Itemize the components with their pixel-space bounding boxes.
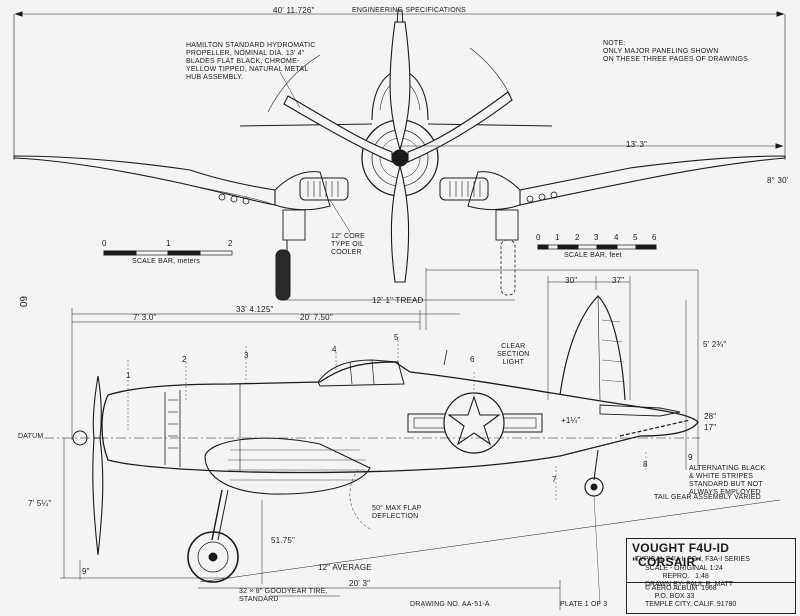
dim-7-5: 7' 5¼": [28, 499, 52, 508]
fuselage-side: [101, 361, 699, 474]
left-wing-front: [13, 155, 276, 206]
tail-wheel: [584, 449, 604, 497]
scale-ft-tick-0: 0: [536, 233, 541, 242]
scale-ft-tick-2: 2: [575, 233, 580, 242]
scale-ft-tick-3: 3: [594, 233, 599, 242]
span-dimension-line: [13, 11, 786, 160]
scale-ft-tick-1: 1: [555, 233, 560, 242]
dim-13-3: 13' 3": [626, 140, 648, 149]
stripes-note: ALTERNATING BLACK & WHITE STRIPES STANDA…: [689, 465, 766, 496]
scale-bar-meters: [103, 250, 233, 256]
scale-ft-tick-5: 5: [633, 233, 638, 242]
scale-meters-label: SCALE BAR, meters: [132, 258, 200, 265]
front-view: [13, 9, 786, 301]
paneling-note: NOTE: ONLY MAJOR PANELING SHOWN ON THESE…: [603, 40, 748, 63]
clear-light-note: CLEAR SECTION LIGHT: [497, 343, 530, 366]
side-dimension-lines: [60, 268, 699, 610]
station-8: 8: [643, 460, 648, 469]
dim-33-4: 33' 4.125": [236, 305, 274, 314]
drawing-number: DRAWING No. AA-51-A: [410, 601, 490, 608]
side-view: [44, 295, 781, 605]
dim-9: 9": [82, 567, 90, 576]
title-block-scale: SCALE - ORIGINAL 1:24 REPRO. 1:48 DRAWN …: [645, 565, 734, 588]
scale-feet-label: SCALE BAR, feet: [564, 252, 622, 259]
canopy: [317, 359, 405, 387]
station-2: 2: [182, 355, 187, 364]
title-block-title: VOUGHT F4U-ID "CORSAIR": [632, 541, 730, 569]
span-dimension: 40' 11.726": [273, 6, 315, 15]
tire-note: 32 × 8" GOODYEAR TIRE, STANDARD: [239, 588, 328, 603]
station-6: 6: [470, 355, 475, 364]
wing-side: [204, 437, 371, 495]
oil-cooler-note: 12" CORE TYPE OIL COOLER: [331, 233, 366, 256]
flap-note: 50° MAX FLAP DEFLECTION: [372, 505, 422, 520]
header-title: ENGINEERING SPECIFICATIONS: [352, 7, 466, 14]
station-4: 4: [332, 345, 337, 354]
propeller-side: [92, 375, 104, 556]
scale-m-tick-2: 2: [228, 239, 233, 248]
dim-5-2: 5' 2¾": [703, 340, 727, 349]
title-block-series: TYPICAL F4U-I, FG-I, F3A-I SERIES: [635, 556, 750, 563]
station-1: 1: [126, 371, 131, 380]
dim-20-7: 20' 7.50": [300, 313, 333, 322]
scale-ft-tick-4: 4: [614, 233, 619, 242]
datum-label: DATUM: [18, 433, 44, 440]
dim-20-3: 20' 3": [349, 579, 371, 588]
station-9: 9: [688, 453, 693, 462]
scale-m-tick-0: 0: [102, 239, 107, 248]
scale-m-tick-1: 1: [166, 239, 171, 248]
dim-28: 28": [704, 412, 717, 421]
national-insignia: [407, 392, 543, 454]
right-wing-front: [519, 155, 786, 206]
scale-bar-feet: [537, 244, 657, 250]
plate-number: PLATE 1 of 3: [560, 601, 608, 608]
title-block: VOUGHT F4U-ID "CORSAIR" TYPICAL F4U-I, F…: [626, 538, 796, 614]
station-5: 5: [394, 333, 399, 342]
propeller-note: HAMILTON STANDARD HYDROMATIC PROPELLER, …: [186, 42, 316, 81]
dim-dihedral: 8° 30': [767, 176, 789, 185]
tail-gear-note: TAIL GEAR ASSEMBLY VARIED: [654, 494, 761, 501]
propeller-front: [283, 21, 513, 283]
dim-51-75: 51.75": [271, 536, 296, 545]
dim-17: 17": [704, 423, 717, 432]
scale-ft-tick-6: 6: [652, 233, 657, 242]
dim-30: 30": [565, 276, 578, 285]
page-number: 60: [17, 295, 29, 308]
station-3: 3: [244, 351, 249, 360]
average-note: 12" AVERAGE: [318, 563, 372, 572]
main-gear-side: [187, 489, 239, 583]
vertical-tail: [559, 295, 626, 401]
title-block-divider: [627, 582, 795, 583]
station-7: 7: [552, 475, 557, 484]
tread-dimension: 12' 1" TREAD: [372, 296, 424, 305]
dim-plus-1-4: +1¼": [561, 416, 581, 425]
title-block-publisher: © AERO ALBUM 1968 P.O. BOX 33 TEMPLE CIT…: [645, 585, 737, 608]
dim-7-3: 7' 3.0": [133, 313, 157, 322]
dim-37: 37": [612, 276, 625, 285]
